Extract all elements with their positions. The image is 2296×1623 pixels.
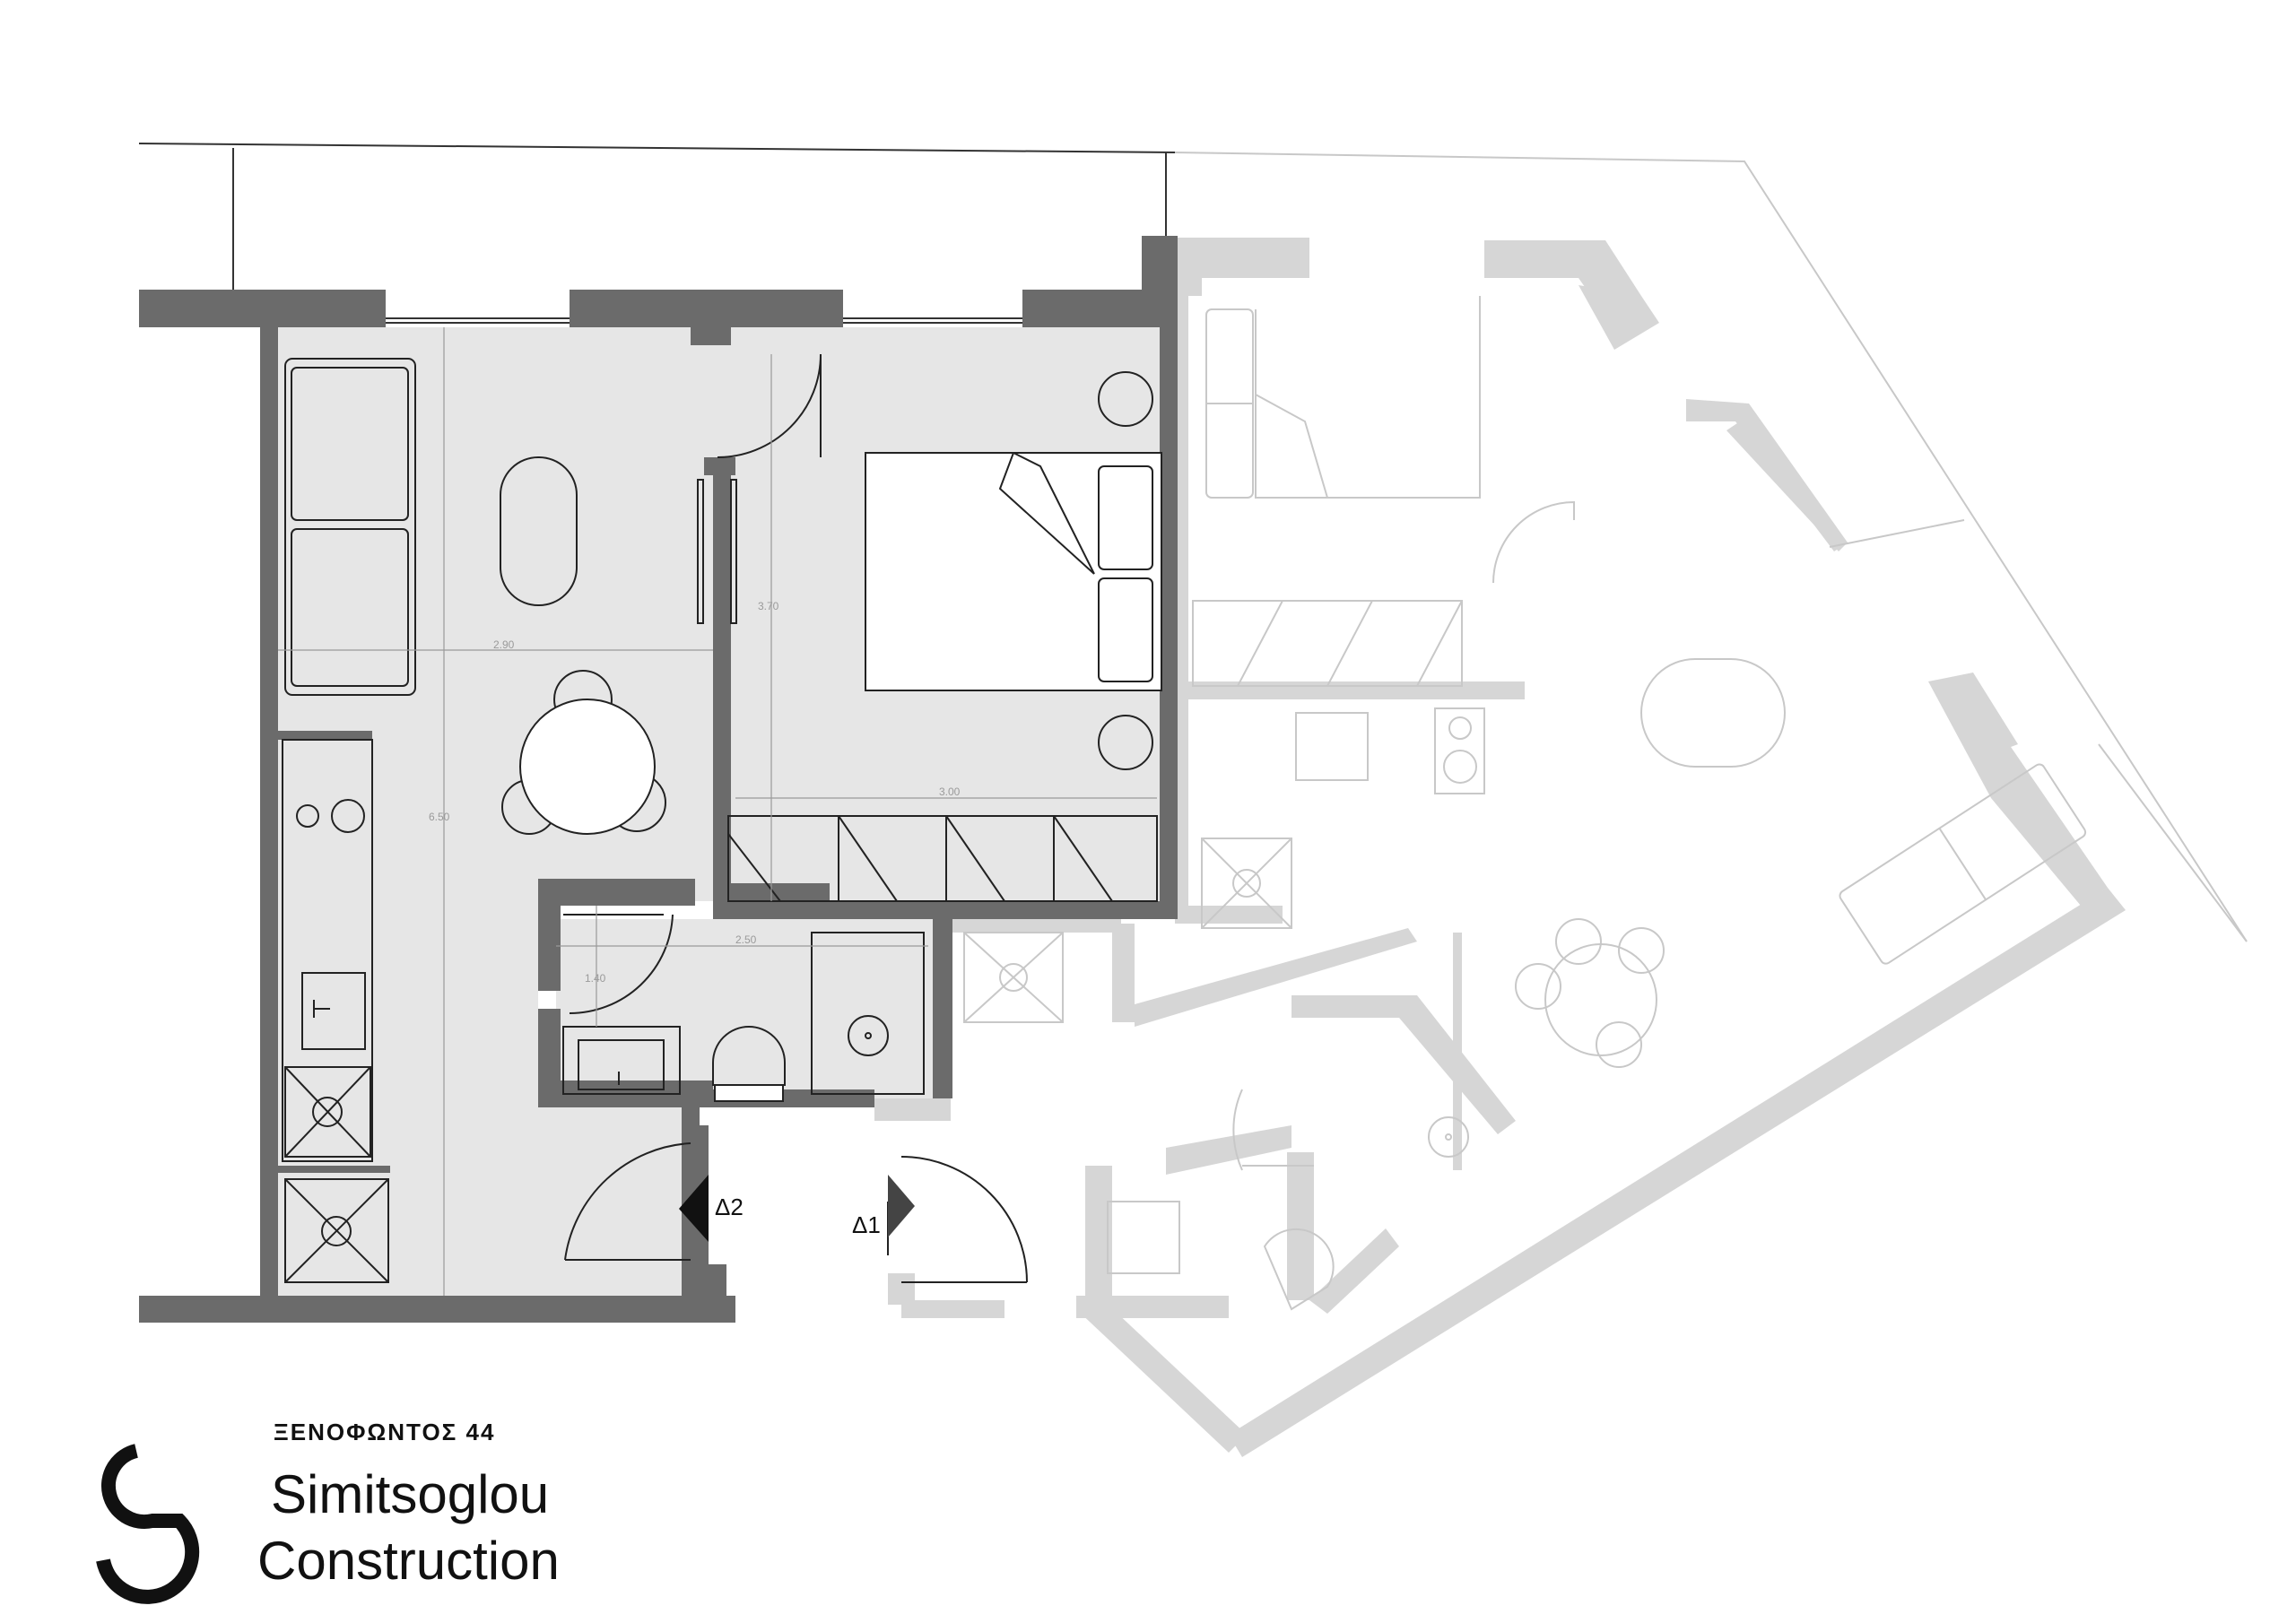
company-logo-icon xyxy=(96,1444,200,1604)
furniture xyxy=(282,353,1162,1283)
dim-bedroom-depth: 3.70 xyxy=(758,600,779,612)
company-name-line-1: Simitsoglou xyxy=(271,1464,550,1524)
neighbor-unit xyxy=(874,152,2248,1457)
entrance-label-d1: Δ1 xyxy=(852,1211,881,1238)
walls xyxy=(139,236,1178,1323)
windows xyxy=(138,143,1176,324)
entrance-arrow-d1 xyxy=(888,1175,915,1237)
dim-total-length: 6.50 xyxy=(429,811,450,823)
project-address: ΞΕΝΟΦΩΝΤΟΣ 44 xyxy=(274,1419,496,1445)
dim-bedroom-width: 3.00 xyxy=(939,785,961,798)
company-name-line-2: Construction xyxy=(257,1531,560,1591)
entrance-label-d2: Δ2 xyxy=(715,1193,744,1220)
dim-living-width: 2.90 xyxy=(493,638,515,651)
dim-bath-depth: 1.40 xyxy=(585,972,606,985)
dimension-lines xyxy=(278,327,1157,1296)
dim-bath-width: 2.50 xyxy=(735,933,757,946)
entrance-arrow-d2 xyxy=(679,1175,709,1242)
